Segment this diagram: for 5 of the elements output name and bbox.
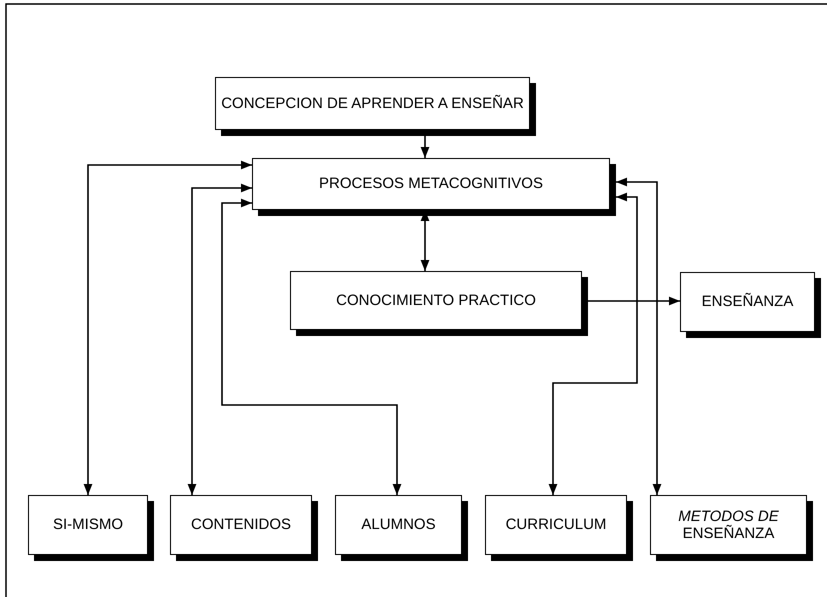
arrow — [221, 198, 402, 495]
arrow — [588, 296, 680, 306]
arrow — [548, 192, 638, 495]
arrow — [84, 160, 252, 495]
arrow — [188, 184, 252, 495]
